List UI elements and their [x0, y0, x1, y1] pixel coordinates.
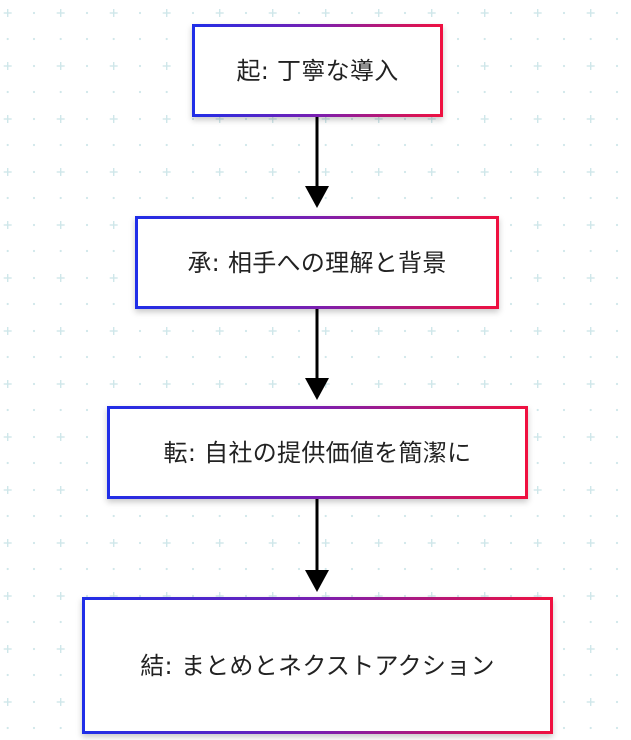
flow-node-sho[interactable]: 承: 相手への理解と背景 — [135, 216, 499, 309]
node-label-ten: 転: 自社の提供価値を簡潔に — [163, 438, 472, 467]
arrowhead-icon — [305, 378, 329, 400]
edge-1-2 — [305, 117, 329, 208]
flow-node-ketsu[interactable]: 結: まとめとネクストアクション — [82, 597, 553, 734]
node-label-ketsu: 結: まとめとネクストアクション — [140, 651, 495, 680]
edge-3-4 — [305, 499, 329, 592]
arrowhead-icon — [305, 186, 329, 208]
flow-node-ten[interactable]: 転: 自社の提供価値を簡潔に — [107, 406, 528, 499]
edge-2-3 — [305, 309, 329, 400]
node-label-sho: 承: 相手への理解と背景 — [187, 248, 447, 277]
flow-node-ki[interactable]: 起: 丁寧な導入 — [192, 24, 443, 117]
arrowhead-icon — [305, 570, 329, 592]
node-label-ki: 起: 丁寧な導入 — [236, 56, 399, 85]
